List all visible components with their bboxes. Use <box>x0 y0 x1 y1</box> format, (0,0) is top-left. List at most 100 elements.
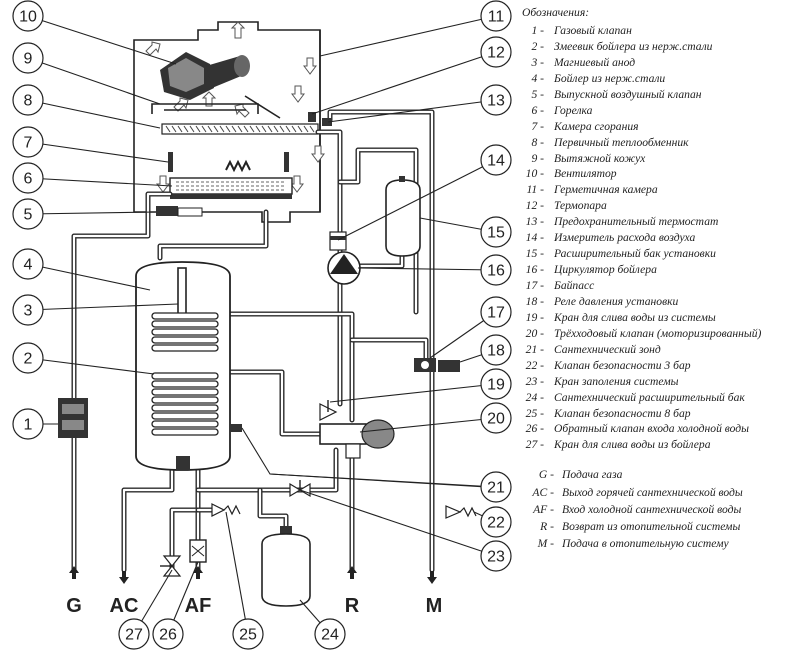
legend-item-text: Измеритель расхода воздуха <box>554 231 696 245</box>
legend-item: 1 -Газовый клапан <box>522 23 790 39</box>
legend-item: 24 -Сантехнический расширительный бак <box>522 390 790 406</box>
legend-item-number: 6 - <box>531 103 544 117</box>
callout-circle <box>12 84 44 116</box>
callout-number: 15 <box>487 225 505 242</box>
legend-item-number: 23 - <box>525 374 544 388</box>
callout-circle <box>12 42 44 74</box>
legend-item-text: Клапан безопасности 3 бар <box>554 358 691 372</box>
legend-item: 13 -Предохранительный термостат <box>522 214 790 230</box>
callout-19: 19 <box>329 368 512 403</box>
coil-turn <box>151 412 219 420</box>
callout-circle <box>12 126 44 158</box>
abbreviation-key: G - <box>538 468 554 482</box>
legend-item-number: 7 - <box>531 119 544 133</box>
system-fill-valve <box>289 480 311 498</box>
callout-10: 10 <box>12 0 177 65</box>
legend-item-number: 24 - <box>525 390 544 404</box>
callout-leader <box>27 99 161 129</box>
callout-circle <box>480 36 512 68</box>
safety-thermostat <box>322 118 332 126</box>
label-m: M <box>426 595 443 617</box>
callout-circle <box>480 0 512 32</box>
legend-item-text: Выпускной воздушный клапан <box>554 87 702 101</box>
legend-item-text: Кран для слива воды из системы <box>554 310 716 324</box>
callout-2: 2 <box>12 342 155 375</box>
callout-number: 19 <box>487 377 505 394</box>
callout-12: 12 <box>311 36 512 115</box>
callout-leader <box>27 303 179 311</box>
callout-circle <box>480 216 512 248</box>
pressure-switch <box>438 360 460 372</box>
callout-circle <box>480 368 512 400</box>
legend-item: 23 - Кран заполения системы <box>522 374 790 390</box>
legend-item-number: 20 - <box>525 326 544 340</box>
abbreviation-item: AF - Вход холодной сантехнической воды <box>522 501 790 518</box>
abbreviation-item: G -Подача газа <box>522 466 790 483</box>
legend-item-text: Реле давления установки <box>554 294 679 308</box>
callout-1: 1 <box>12 408 58 440</box>
callout-circle <box>480 402 512 434</box>
legend-item-number: 17 - <box>525 279 544 292</box>
legend-item-number: 16 - <box>525 263 544 277</box>
legend-item: 15 -Расширительный бак установки <box>522 246 790 262</box>
callout-circle <box>480 471 512 503</box>
callout-circle <box>12 408 44 440</box>
abbreviation-key: R - <box>540 519 554 533</box>
coil-turn <box>151 344 219 352</box>
callout-18: 18 <box>459 334 512 366</box>
callout-leader <box>27 211 157 215</box>
sealed-chamber <box>133 21 321 223</box>
legend-item-text: Камера сгорания <box>554 119 639 133</box>
callout-leader <box>27 263 151 291</box>
legend-item-number: 10 - <box>525 167 544 181</box>
boiler-schematic-diagram: G AC AF R M 1234567891011121314151617181… <box>12 0 512 650</box>
callout-number: 22 <box>487 515 505 532</box>
legend-title: Обозначения: <box>522 6 590 19</box>
legend-item: 3 -Магниевый анод <box>522 55 790 71</box>
callout-number: 23 <box>487 549 505 566</box>
hot-outlet-arrow <box>119 571 129 584</box>
callout-number: 5 <box>24 207 33 224</box>
legend-item-number: 9 - <box>531 151 544 165</box>
callout-number: 3 <box>24 303 33 320</box>
abbreviation-item: R - Возврат из отопительной системы <box>522 518 790 535</box>
callout-leader <box>27 15 177 65</box>
legend-item-number: 1 - <box>531 24 544 37</box>
callout-leader <box>311 51 497 115</box>
callout-circle <box>12 294 44 326</box>
callout-21: 21 <box>269 471 512 503</box>
abbreviation-text: Возврат из отопительной системы <box>562 519 741 533</box>
legend-item-number: 27 - <box>525 438 544 452</box>
callout-leader <box>327 99 497 123</box>
callout-25: 25 <box>225 511 264 650</box>
legend-item: 17 -Байпасс <box>522 278 790 294</box>
legend-item-text: Трёхходовый клапан (моторизированный) <box>554 326 762 340</box>
callout-leader <box>299 489 497 557</box>
legend-item: 22 - Клапан безопасности 3 бар <box>522 358 790 374</box>
callout-circle <box>12 342 44 374</box>
legend-item: 8 -Первичный теплообменник <box>522 135 790 151</box>
legend-item-number: 22 - <box>525 358 544 372</box>
callout-circle <box>152 618 184 650</box>
abbreviation-key: AF - <box>533 502 554 516</box>
legend-item-text: Герметичная камера <box>554 183 658 197</box>
abbreviation-item: AC -Выход горячей сантехнической воды <box>522 484 790 501</box>
safety-valve-3bar <box>445 505 477 519</box>
callout-number: 11 <box>488 9 505 26</box>
callout-number: 26 <box>159 627 177 644</box>
coil-turn <box>151 372 219 380</box>
cold-inlet-arrow <box>193 566 203 579</box>
legend-item-number: 25 - <box>525 406 544 420</box>
callout-11: 11 <box>319 0 512 57</box>
legend-item-number: 2 - <box>531 39 544 53</box>
combustion-chamber <box>168 152 289 173</box>
legend-item: 2 -Змеевик бойлера из нерж.стали <box>522 39 790 55</box>
callout-circle <box>12 0 44 32</box>
legend-item-text: Горелка <box>554 103 593 117</box>
legend-item: 14 -Измеритель расхода воздуха <box>522 230 790 246</box>
gas-inlet-arrow <box>69 566 79 579</box>
label-r: R <box>345 595 360 617</box>
legend-item-text: Кран заполения системы <box>554 374 679 388</box>
abbreviation-text: Вход холодной сантехнической воды <box>562 502 742 516</box>
callout-24: 24 <box>299 599 346 650</box>
